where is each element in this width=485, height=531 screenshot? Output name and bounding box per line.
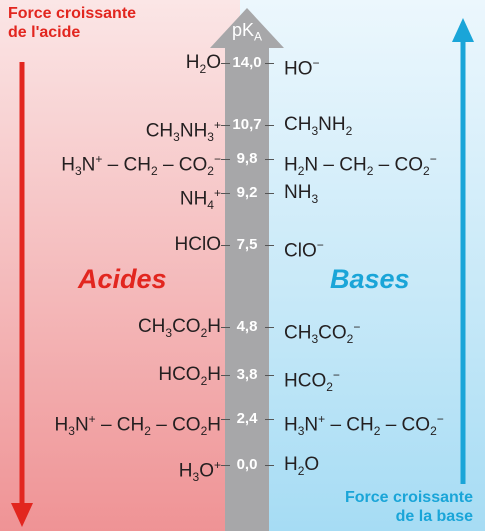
pka-value: 3,8 [236,366,258,383]
tick-left [221,375,230,376]
base-formula: H2O [284,454,320,478]
tick-left [221,63,230,64]
base-formula: HCO2− [284,368,340,395]
acid-formula: HClO [174,234,221,255]
acid-strength-label-line1: Force croissante [8,5,137,22]
tick-right [265,193,274,194]
base-strength-label-line2: de la base [395,508,473,525]
tick-right [265,159,274,160]
tick-left [221,125,230,126]
tick-right [265,375,274,376]
tick-right [265,245,274,246]
couple-row: HClO 7,5 ClO− [0,232,485,261]
acid-strength-label-line2: de l'acide [8,24,81,41]
acid-formula: H3N+ – CH2 – CO2H [54,412,221,439]
pka-value: 9,8 [236,150,258,167]
acid-formula: HCO2H [158,364,221,388]
couple-row: HCO2H 3,8 HCO2− [0,362,485,394]
tick-left [221,419,230,420]
base-formula: NH3 [284,182,319,206]
tick-left [221,327,230,328]
couple-row: CH3CO2H 4,8 CH3CO2− [0,314,485,346]
pka-value: 10,7 [232,116,262,133]
pka-scale-title: pKA [231,20,263,44]
couple-row: H3N+ – CH2 – CO2H 2,4 H3N+ – CH2 – CO2− [0,406,485,438]
acid-strength-label: Force croissante de l'acide [8,4,136,42]
pka-scale-bar [225,48,269,531]
acid-formula: H2O [185,52,221,76]
pka-value: 0,0 [236,456,258,473]
pka-value: 2,4 [236,410,258,427]
couple-row: H2O 14,0 HO− [0,50,485,79]
pka-value: 9,2 [236,184,258,201]
acid-formula: H3N+ – CH2 – CO2− [61,152,221,179]
base-arrowhead [452,18,474,42]
base-strength-label: Force croissante de la base [345,488,473,526]
base-formula: CH3NH2 [284,114,353,138]
couple-row: H3O+ 0,0 H2O [0,452,485,484]
tick-right [265,419,274,420]
acid-formula: CH3NH3+ [145,118,221,145]
acid-formula: NH4+ [179,186,221,213]
pka-value: 14,0 [232,54,262,71]
tick-left [221,159,230,160]
base-formula: H3N+ – CH2 – CO2− [284,412,444,439]
base-formula: HO− [284,56,320,80]
pka-scale-arrowhead [210,8,284,48]
base-formula: ClO− [284,238,324,262]
acid-background [0,0,240,531]
tick-right [265,125,274,126]
tick-left [221,245,230,246]
pka-value: 4,8 [236,318,258,335]
bases-title: Bases [330,264,410,294]
couple-row: NH4+ 9,2 NH3 [0,180,485,212]
tick-left [221,193,230,194]
acid-formula: CH3CO2H [137,316,221,340]
pka-value: 7,5 [236,236,258,253]
tick-left [221,465,230,466]
base-strength-label-line1: Force croissante [344,489,473,506]
acid-arrowhead [11,503,33,527]
acids-title: Acides [78,264,167,294]
base-formula: CH3CO2− [284,320,361,347]
couple-row: CH3NH3+ 10,7 CH3NH2 [0,112,485,144]
acid-formula: H3O+ [178,458,221,485]
couple-row: H3N+ – CH2 – CO2− 9,8 H2N – CH2 – CO2− [0,146,485,178]
tick-right [265,63,274,64]
base-formula: H2N – CH2 – CO2− [284,152,437,179]
base-background [240,0,485,531]
tick-right [265,465,274,466]
tick-right [265,327,274,328]
